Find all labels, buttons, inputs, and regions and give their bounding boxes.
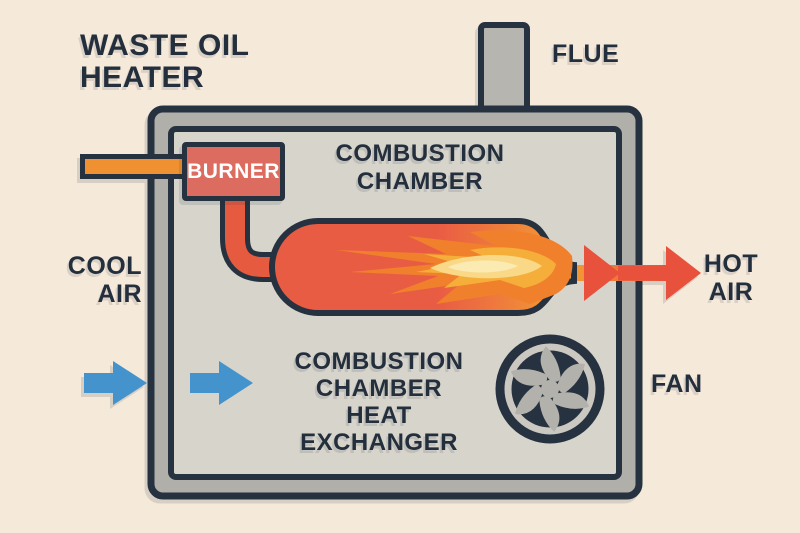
hot-air-label: HOT AIR bbox=[703, 250, 759, 306]
page-title: WASTE OIL HEATER bbox=[80, 29, 250, 94]
cool-air-arrow-outer bbox=[84, 361, 147, 405]
cool-air-arrow-inner bbox=[190, 361, 253, 405]
combustion-chamber-shape bbox=[269, 218, 577, 316]
fan-icon bbox=[495, 334, 605, 444]
flue-label: FLUE bbox=[552, 40, 620, 68]
hot-air-arrow bbox=[565, 245, 701, 301]
heat-exchanger-label: COMBUSTION CHAMBER HEAT EXCHANGER bbox=[294, 348, 464, 456]
burner-label: BURNER bbox=[187, 159, 280, 183]
combustion-chamber-label: COMBUSTION CHAMBER bbox=[335, 140, 505, 195]
burner-outlet-pipe bbox=[220, 197, 284, 282]
burner-box: BURNER bbox=[182, 142, 285, 201]
fuel-pipe bbox=[80, 154, 190, 179]
flame-icon bbox=[336, 230, 573, 304]
cool-air-label: COOL AIR bbox=[67, 252, 142, 308]
fan-label: FAN bbox=[651, 370, 703, 398]
